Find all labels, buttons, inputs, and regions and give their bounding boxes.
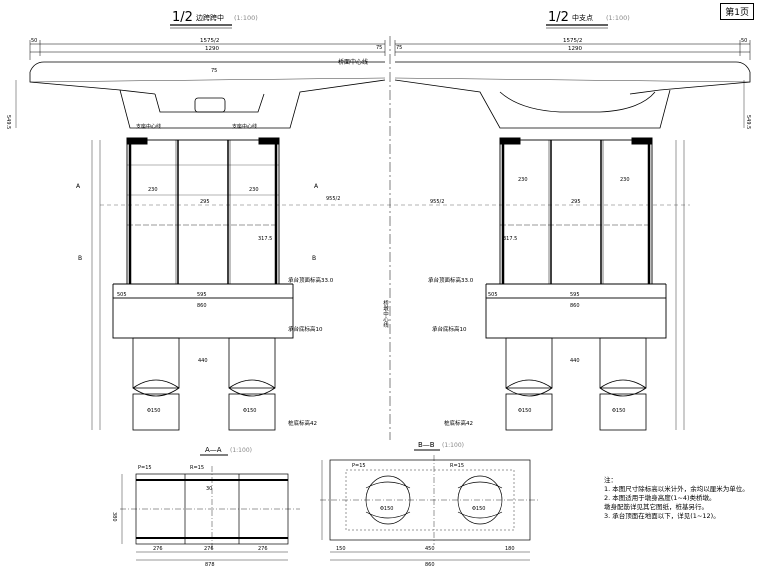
sec-b-p1: P=15 (352, 463, 366, 469)
section-a-right-mark: A (314, 183, 319, 190)
left-title-scale: (1:100) (234, 14, 258, 22)
left-title: 1/2 边跨跨中 (1:100) (170, 10, 258, 29)
label-cap-bottom-right: 承台底标高10 (432, 325, 467, 333)
piles-left (132, 337, 276, 431)
note-line: 注： (604, 476, 617, 484)
dim-top-right-total: 1575/2 (563, 38, 582, 44)
right-title-main: 1/2 (548, 10, 569, 25)
sec-a-276c: 276 (258, 546, 268, 552)
dim-vheight-right: 549.5 (745, 115, 751, 129)
right-title: 1/2 中支点 (1:100) (546, 10, 630, 29)
sec-b-p2: R=15 (450, 463, 464, 469)
section-a-left-mark: A (76, 183, 81, 190)
note-line: 3. 承台顶面在地面以下，详见(1~12)。 (604, 512, 720, 520)
dim-left-web: 230 (148, 187, 158, 193)
dim-left-3175: 317.5 (258, 236, 272, 242)
top-dimensions (29, 40, 751, 60)
dim-cap-width-left: 860 (197, 303, 207, 309)
dim-pile-dia-left2: Φ150 (243, 408, 256, 414)
dim-right-web-2: 230 (620, 177, 630, 183)
dim-left-295: 295 (200, 199, 210, 205)
center-axis-label: 桥墩中心线 (382, 299, 389, 328)
dim-pile-spacing-left: 440 (198, 358, 208, 364)
right-title-sub: 中支点 (572, 13, 593, 22)
dim-cap-sub-left: 595 (197, 292, 207, 298)
section-a-drawing (120, 466, 300, 561)
sec-a-878: 878 (205, 562, 215, 568)
pier-right (499, 137, 653, 285)
dim-top-right-sub: 1290 (568, 46, 582, 52)
section-b-left-mark: B (78, 255, 82, 262)
dim-75-right: 75 (396, 45, 402, 51)
dim-top-left-total: 1575/2 (200, 38, 219, 44)
dim-pile-spacing-right: 440 (570, 358, 580, 364)
dim-right-295: 295 (571, 199, 581, 205)
note-line: 墩身配筋详见其它图纸，桩基另行。 (604, 503, 708, 511)
sec-a-380: 380 (111, 512, 117, 522)
note-line: 1. 本图尺寸除标高以米计外，余均以厘米为单位。 (604, 485, 749, 493)
sec-b-phi1: Φ150 (380, 506, 393, 512)
page-number-box: 第1页 (720, 3, 754, 20)
label-support-left-2: 支座中心线 (232, 123, 257, 130)
notes-block: 注： 1. 本图尺寸除标高以米计外，余均以厘米为单位。 2. 本图适用于墩身高度… (604, 476, 756, 521)
deck-label: 桥面中心线 (338, 58, 368, 66)
sec-b-180: 180 (505, 546, 515, 552)
dim-vheight-left: 549.5 (5, 115, 11, 129)
dim-75-left: 75 (376, 45, 382, 51)
dim-pile-dia-right1: Φ150 (518, 408, 531, 414)
sec-a-276a: 276 (153, 546, 163, 552)
dim-pier-half-left: 955/2 (326, 196, 340, 202)
dim-505-left: 505 (117, 292, 127, 298)
section-a-scale: (1:100) (230, 447, 252, 454)
sec-a-p2: R=15 (190, 465, 204, 471)
dim-50-left: 50 (31, 38, 37, 44)
dim-top-left-sub: 1290 (205, 46, 219, 52)
section-b-drawing (320, 455, 540, 561)
dim-505-right: 505 (488, 292, 498, 298)
dim-pier-half-right: 955/2 (430, 199, 444, 205)
dim-pile-dia-left1: Φ150 (147, 408, 160, 414)
girder-right (394, 61, 751, 129)
label-cap-top-right: 承台顶面标高33.0 (428, 276, 474, 284)
sec-b-450: 450 (425, 546, 435, 552)
sec-b-phi2: Φ150 (472, 506, 485, 512)
sec-a-30: 30 (206, 486, 212, 492)
piles-right (505, 337, 647, 431)
cap-left (112, 283, 294, 339)
dim-right-3175: 317.5 (503, 236, 517, 242)
label-cap-top-left: 承台顶面标高33.0 (288, 276, 334, 284)
note-line: 2. 本图适用于墩身高度(1~4)类桥墩。 (604, 494, 716, 502)
dim-cap-width-right: 860 (570, 303, 580, 309)
pier-left (126, 137, 280, 285)
label-cap-bottom-left: 承台底标高10 (288, 325, 323, 333)
left-title-main: 1/2 (172, 10, 193, 25)
sec-b-150: 150 (336, 546, 346, 552)
sec-a-p1: P=15 (138, 465, 152, 471)
dim-50-right: 50 (741, 38, 747, 44)
section-b-title: B—B (418, 441, 435, 449)
girder-left (29, 61, 386, 129)
cap-right (485, 283, 667, 339)
label-pile-bottom-left: 桩底标高42 (288, 419, 317, 427)
right-title-scale: (1:100) (606, 14, 630, 22)
dim-center-top: 75 (211, 68, 217, 74)
dim-cap-sub-right: 595 (570, 292, 580, 298)
section-b-scale: (1:100) (442, 442, 464, 449)
label-support-left: 支座中心线 (136, 123, 161, 130)
dim-pile-dia-right2: Φ150 (612, 408, 625, 414)
label-pile-bottom-right: 桩底标高42 (444, 419, 473, 427)
section-a-title: A—A (205, 446, 222, 454)
dim-left-web-2: 230 (249, 187, 259, 193)
section-b-right-mark: B (312, 255, 316, 262)
sec-b-860: 860 (425, 562, 435, 568)
left-title-sub: 边跨跨中 (196, 13, 224, 22)
dim-right-web: 230 (518, 177, 528, 183)
sec-a-276b: 276 (204, 546, 214, 552)
